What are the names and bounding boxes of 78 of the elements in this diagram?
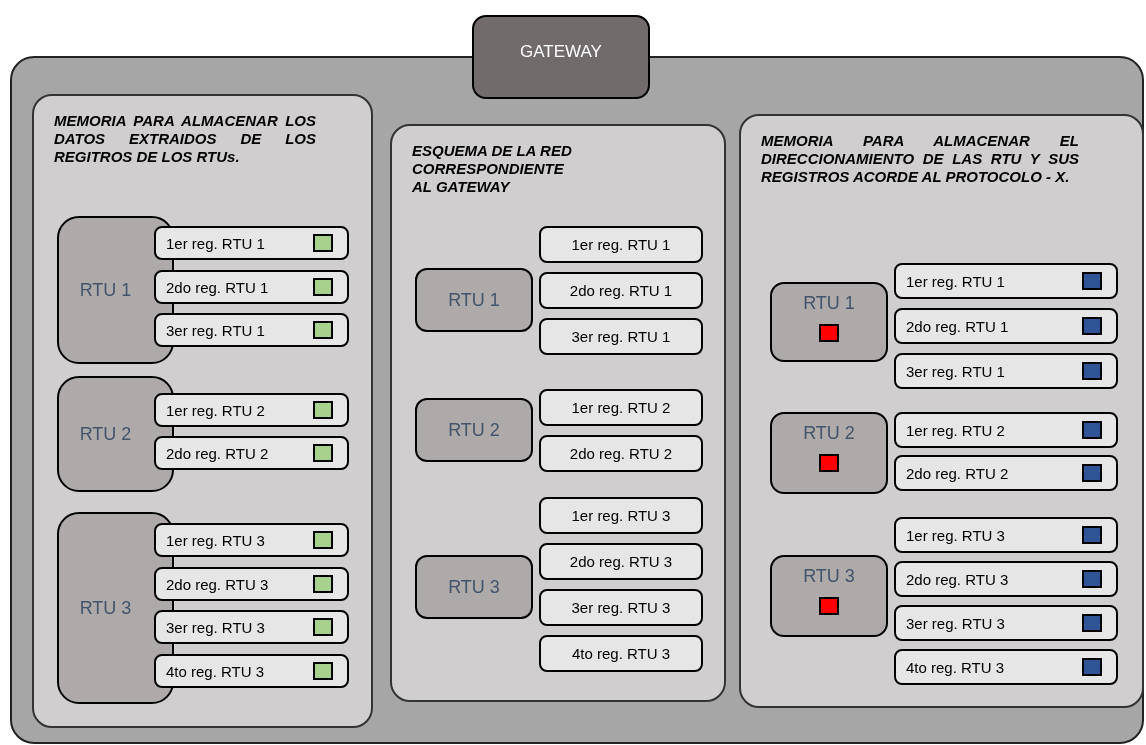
register-label: 4to reg. RTU 3 — [571, 646, 671, 661]
register-box — [539, 272, 703, 309]
register-label: 1er reg. RTU 1 — [166, 235, 265, 251]
register-label: 1er reg. RTU 3 — [906, 527, 1005, 543]
register-box — [154, 313, 349, 347]
gateway-panel — [10, 56, 1144, 744]
rtu-box — [770, 282, 888, 362]
register-box — [539, 635, 703, 672]
register-label: 2do reg. RTU 3 — [166, 576, 269, 592]
panel-heading: MEMORIA PARA ALMACENAR LOS DATOS EXTRAIDOS DE LOS REGITROS DE LOS RTUs. — [54, 112, 316, 166]
register-label: 2do reg. RTU 2 — [569, 446, 673, 461]
register-box — [539, 497, 703, 534]
register-label: 1er reg. RTU 3 — [166, 532, 265, 548]
rtu-label: RTU 3 — [803, 567, 855, 585]
register-label: 1er reg. RTU 1 — [906, 273, 1005, 289]
register-box — [154, 436, 349, 470]
register-label: 3er reg. RTU 1 — [906, 363, 1005, 379]
rtu-box — [415, 555, 533, 619]
register-label: 3er reg. RTU 3 — [906, 615, 1005, 631]
rtu-box — [415, 268, 533, 332]
register-label: 2do reg. RTU 2 — [166, 445, 269, 461]
register-label: 1er reg. RTU 1 — [571, 237, 671, 252]
register-label: 2do reg. RTU 2 — [906, 465, 1009, 481]
register-box — [894, 561, 1118, 597]
rtu-box — [770, 555, 888, 637]
register-box — [539, 226, 703, 263]
register-box — [154, 393, 349, 427]
register-box — [894, 412, 1118, 448]
register-label: 2do reg. RTU 1 — [569, 283, 673, 298]
register-box — [894, 308, 1118, 344]
register-box — [894, 605, 1118, 641]
panel-heading: MEMORIA PARA ALMACENAR EL DIRECCIONAMIENTO DE LAS RTU Y SUS REGISTROS ACORDE AL PROTOCOLO - X. — [761, 132, 1079, 186]
register-box — [894, 263, 1118, 299]
register-label: 1er reg. RTU 2 — [571, 400, 671, 415]
panel-heading: ESQUEMA DE LA RED CORRESPONDIENTE AL GATEWAY — [412, 142, 572, 196]
register-box — [539, 318, 703, 355]
rtu-label: RTU 1 — [448, 291, 500, 309]
register-box — [154, 523, 349, 557]
memory-panel — [390, 124, 726, 702]
register-box — [539, 435, 703, 472]
register-label: 1er reg. RTU 3 — [571, 508, 671, 523]
register-label: 3er reg. RTU 3 — [166, 619, 265, 635]
register-box — [894, 517, 1118, 553]
register-box — [539, 389, 703, 426]
rtu-label: RTU 2 — [448, 421, 500, 439]
register-box — [154, 610, 349, 644]
gateway-box — [472, 15, 650, 99]
register-box — [539, 543, 703, 580]
register-label: 3er reg. RTU 1 — [166, 322, 265, 338]
rtu-label: RTU 2 — [79, 425, 132, 443]
register-box — [894, 649, 1118, 685]
register-box — [894, 353, 1118, 389]
register-label: 2do reg. RTU 1 — [166, 279, 269, 295]
rtu-label: RTU 3 — [448, 578, 500, 596]
register-label: 4to reg. RTU 3 — [166, 663, 265, 679]
register-label: 2do reg. RTU 3 — [906, 571, 1009, 587]
rtu-box — [415, 398, 533, 462]
register-box — [154, 567, 349, 601]
rtu-label: RTU 2 — [803, 424, 855, 442]
register-label: 3er reg. RTU 1 — [571, 329, 671, 344]
register-label: 2do reg. RTU 1 — [906, 318, 1009, 334]
rtu-label: RTU 1 — [803, 294, 855, 312]
register-label: 4to reg. RTU 3 — [906, 659, 1005, 675]
register-label: 3er reg. RTU 3 — [571, 600, 671, 615]
register-box — [154, 654, 349, 688]
register-box — [894, 455, 1118, 491]
rtu-box — [770, 412, 888, 494]
box-title: GATEWAY — [520, 43, 602, 63]
rtu-label: RTU 1 — [79, 281, 132, 299]
register-label: 1er reg. RTU 2 — [906, 422, 1005, 438]
register-box — [154, 270, 349, 304]
memory-panel — [32, 94, 373, 728]
register-label: 2do reg. RTU 3 — [569, 554, 673, 569]
register-box — [539, 589, 703, 626]
rtu-label: RTU 3 — [79, 599, 132, 617]
register-label: 1er reg. RTU 2 — [166, 402, 265, 418]
memory-panel — [739, 114, 1144, 708]
register-box — [154, 226, 349, 260]
